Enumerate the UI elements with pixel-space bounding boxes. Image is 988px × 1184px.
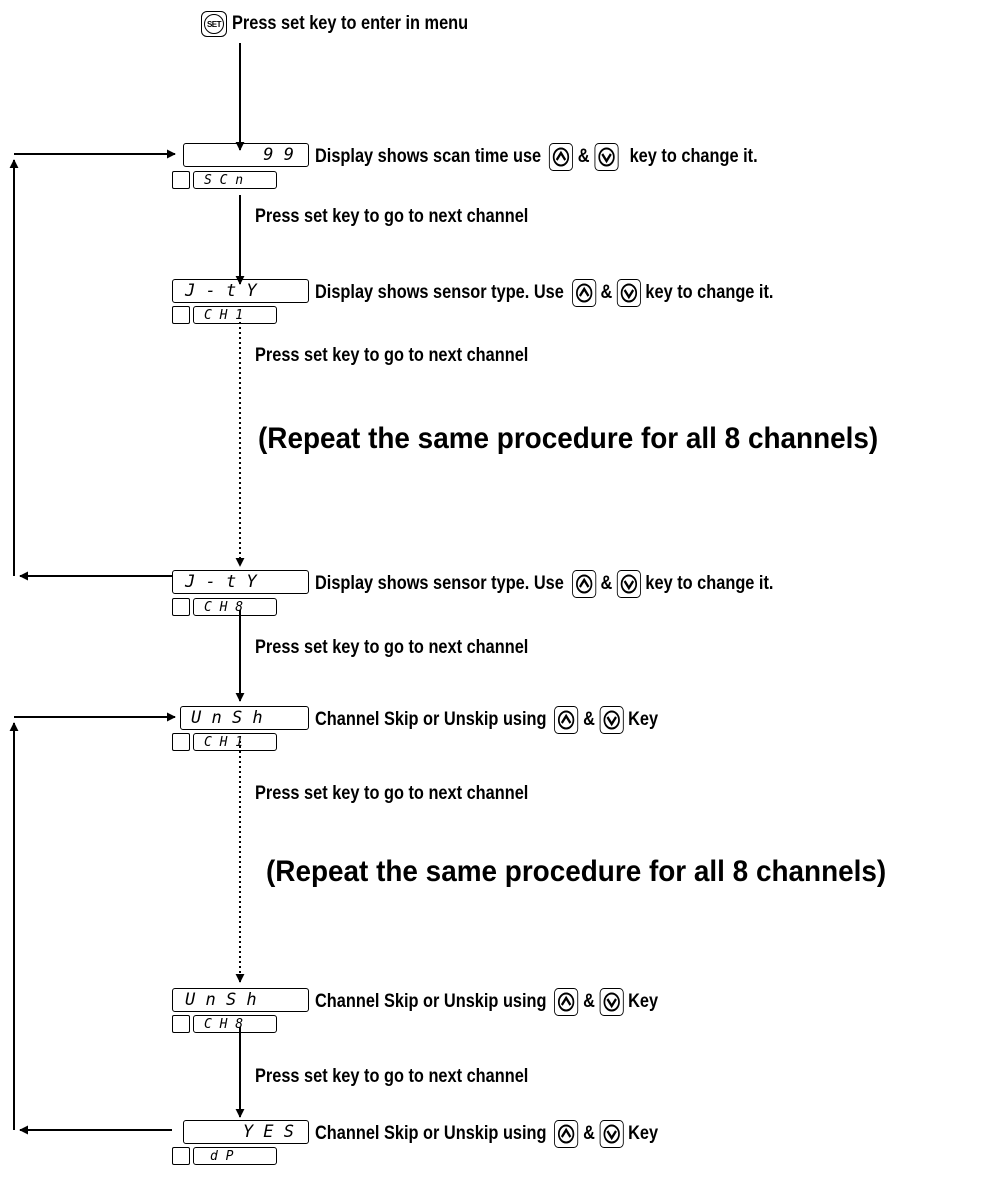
lcd-display-skip-ch8-channel: C H 8 xyxy=(193,1015,277,1033)
next-channel-label-1: Press set key to go to next channel xyxy=(255,206,529,227)
indicator-led-skip-ch8 xyxy=(172,1015,190,1033)
set-key-icon: SET xyxy=(201,11,227,37)
next-channel-label-4: Press set key to go to next channel xyxy=(255,783,529,804)
scan-label: Display shows scan time use & key to cha… xyxy=(315,143,758,171)
type-ch1-label: Display shows sensor type. Use & key to … xyxy=(315,279,773,307)
lcd-display-yes: Y E S xyxy=(183,1120,309,1144)
indicator-led-scan xyxy=(172,171,190,189)
type-ch8-label: Display shows sensor type. Use & key to … xyxy=(315,570,773,598)
down-arrow-key-icon xyxy=(594,143,619,171)
skip-ch8-label: Channel Skip or Unskip using & Key xyxy=(315,988,658,1016)
skip-ch1-label: Channel Skip or Unskip using & Key xyxy=(315,706,658,734)
down-arrow-key-icon xyxy=(616,279,641,307)
lcd-display-type-ch1: J - t Y xyxy=(172,279,309,303)
next-channel-label-5: Press set key to go to next channel xyxy=(255,1066,529,1087)
down-arrow-key-icon xyxy=(599,988,624,1016)
lcd-display-type-ch8-channel: C H 8 xyxy=(193,598,277,616)
lcd-display-skip-ch1: U n S h xyxy=(180,706,309,730)
next-channel-label-3: Press set key to go to next channel xyxy=(255,637,529,658)
down-arrow-key-icon xyxy=(616,570,641,598)
set-key-text: SET xyxy=(204,14,224,34)
up-arrow-key-icon xyxy=(554,988,579,1016)
indicator-led-type-ch8 xyxy=(172,598,190,616)
up-arrow-key-icon xyxy=(554,1120,579,1148)
lcd-display-skip-ch1-channel: C H 1 xyxy=(193,733,277,751)
down-arrow-key-icon xyxy=(599,706,624,734)
lcd-display-type-ch1-channel: C H 1 xyxy=(193,306,277,324)
up-arrow-key-icon xyxy=(549,143,574,171)
next-channel-label-2: Press set key to go to next channel xyxy=(255,345,529,366)
up-arrow-key-icon xyxy=(571,570,596,598)
up-arrow-key-icon xyxy=(571,279,596,307)
lcd-display-scan-channel: S C n xyxy=(193,171,277,189)
indicator-led-skip-ch1 xyxy=(172,733,190,751)
lcd-display-type-ch8: J - t Y xyxy=(172,570,309,594)
lcd-display-skip-ch8: U n S h xyxy=(172,988,309,1012)
lcd-display-dp: d P xyxy=(193,1147,277,1165)
up-arrow-key-icon xyxy=(554,706,579,734)
yes-label: Channel Skip or Unskip using & Key xyxy=(315,1120,658,1148)
start-label: Press set key to enter in menu xyxy=(232,13,469,34)
indicator-led-yes xyxy=(172,1147,190,1165)
lcd-display-scan: 9 9 xyxy=(183,143,309,167)
down-arrow-key-icon xyxy=(599,1120,624,1148)
repeat-label-1: (Repeat the same procedure for all 8 cha… xyxy=(258,422,879,455)
repeat-label-2: (Repeat the same procedure for all 8 cha… xyxy=(266,855,887,888)
indicator-led-type-ch1 xyxy=(172,306,190,324)
